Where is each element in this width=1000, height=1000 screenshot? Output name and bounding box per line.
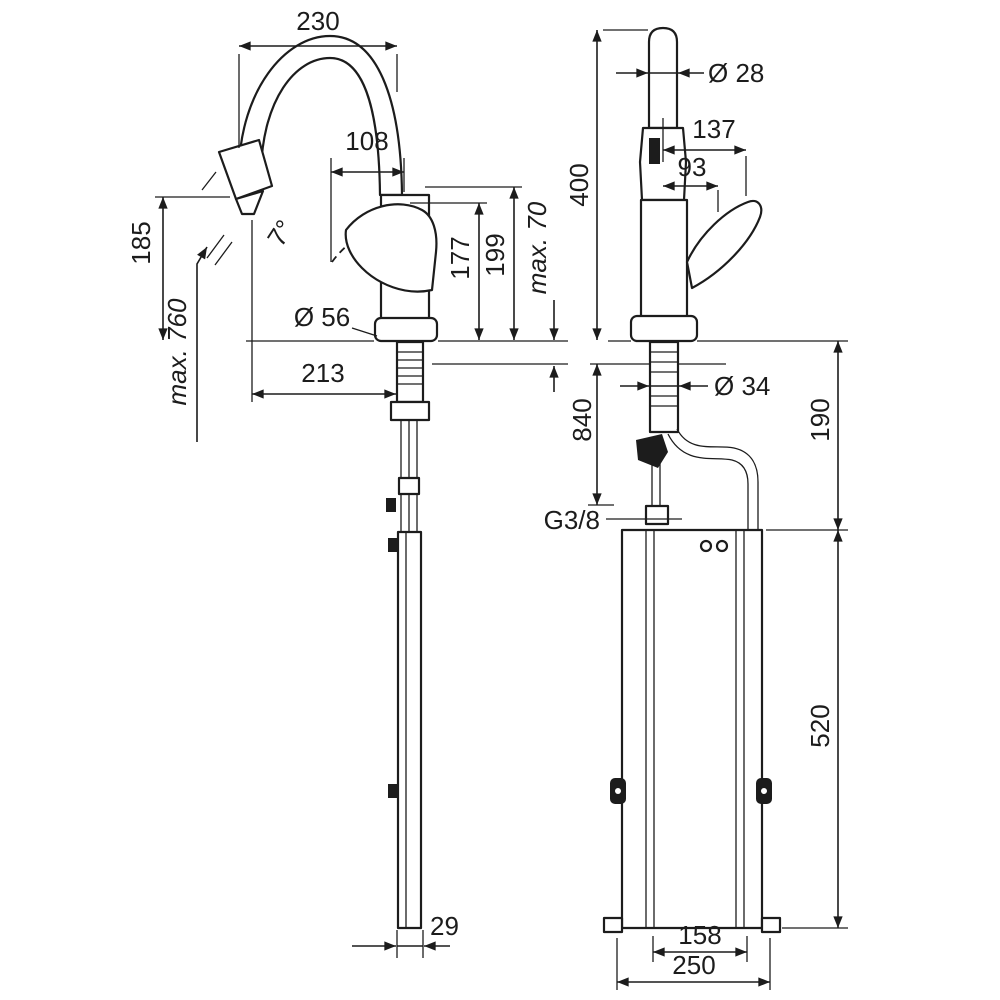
dim-label-max-70: max. 70: [522, 201, 552, 294]
handle-lever-front: [685, 199, 763, 290]
dim-label-93: 93: [678, 152, 707, 182]
bracket-clip-side: [388, 538, 398, 552]
hose-thread-nut: [644, 504, 670, 526]
dim-label-29: 29: [430, 911, 459, 941]
threaded-shank: [395, 340, 425, 404]
bracket-clip-detail: [761, 788, 767, 794]
mounting-nut: [389, 400, 431, 422]
front-view: Ø 28 137 93 400 840 Ø 34 190 G3/8 520: [544, 26, 848, 990]
spray-nozzle: [234, 189, 265, 216]
dim-label-250: 250: [672, 950, 715, 980]
dim-label-230: 230: [296, 6, 339, 36]
threaded-shank-front: [648, 340, 680, 434]
spout-pipe-front: [647, 26, 679, 130]
dim-label-213: 213: [301, 358, 344, 388]
side-view: 230 108 185 max. 760 7° 177 199 max. 70: [126, 6, 568, 958]
dim-label-dia-56: Ø 56: [294, 302, 350, 332]
bracket-side-profile: [396, 530, 423, 930]
dim-label-400: 400: [564, 163, 594, 206]
spray-selector-window: [649, 138, 660, 164]
dim-label-max-760: max. 760: [162, 298, 192, 405]
mixer-body-front: [639, 198, 689, 320]
dim-label-190: 190: [805, 398, 835, 441]
leader-max-760: [196, 246, 208, 442]
dim-label-137: 137: [692, 114, 735, 144]
screw-hole: [715, 539, 729, 553]
hose-curved-outer: [667, 433, 749, 532]
dim-label-185: 185: [126, 221, 156, 264]
base-flange-front: [629, 314, 699, 343]
bracket-clip-detail: [615, 788, 621, 794]
bracket-foot: [602, 916, 624, 934]
bracket-clip-side: [388, 784, 398, 798]
dim-label-177: 177: [445, 236, 475, 279]
hose-clip: [386, 498, 396, 512]
screw-hole: [699, 539, 713, 553]
dim-label-840: 840: [567, 398, 597, 441]
dim-label-108: 108: [345, 126, 388, 156]
base-flange: [373, 316, 439, 343]
hose-curved-inner: [676, 428, 759, 532]
leader-dia-56: [351, 327, 378, 337]
dim-label-dia-34: Ø 34: [714, 371, 770, 401]
handle-lever: [344, 203, 438, 293]
break-tick: [201, 171, 217, 191]
dim-label-7deg: 7°: [261, 215, 300, 252]
angle-tick: [206, 234, 225, 259]
bracket-foot: [760, 916, 782, 934]
spray-head: [217, 138, 274, 201]
dim-label-dia-28: Ø 28: [708, 58, 764, 88]
hose-connector: [397, 476, 421, 496]
dim-label-199: 199: [480, 233, 510, 276]
dim-label-g38: G3/8: [544, 505, 600, 535]
mounting-bracket: [620, 528, 764, 930]
dim-label-520: 520: [805, 704, 835, 747]
angle-tick: [214, 241, 233, 266]
dim-label-158: 158: [678, 920, 721, 950]
